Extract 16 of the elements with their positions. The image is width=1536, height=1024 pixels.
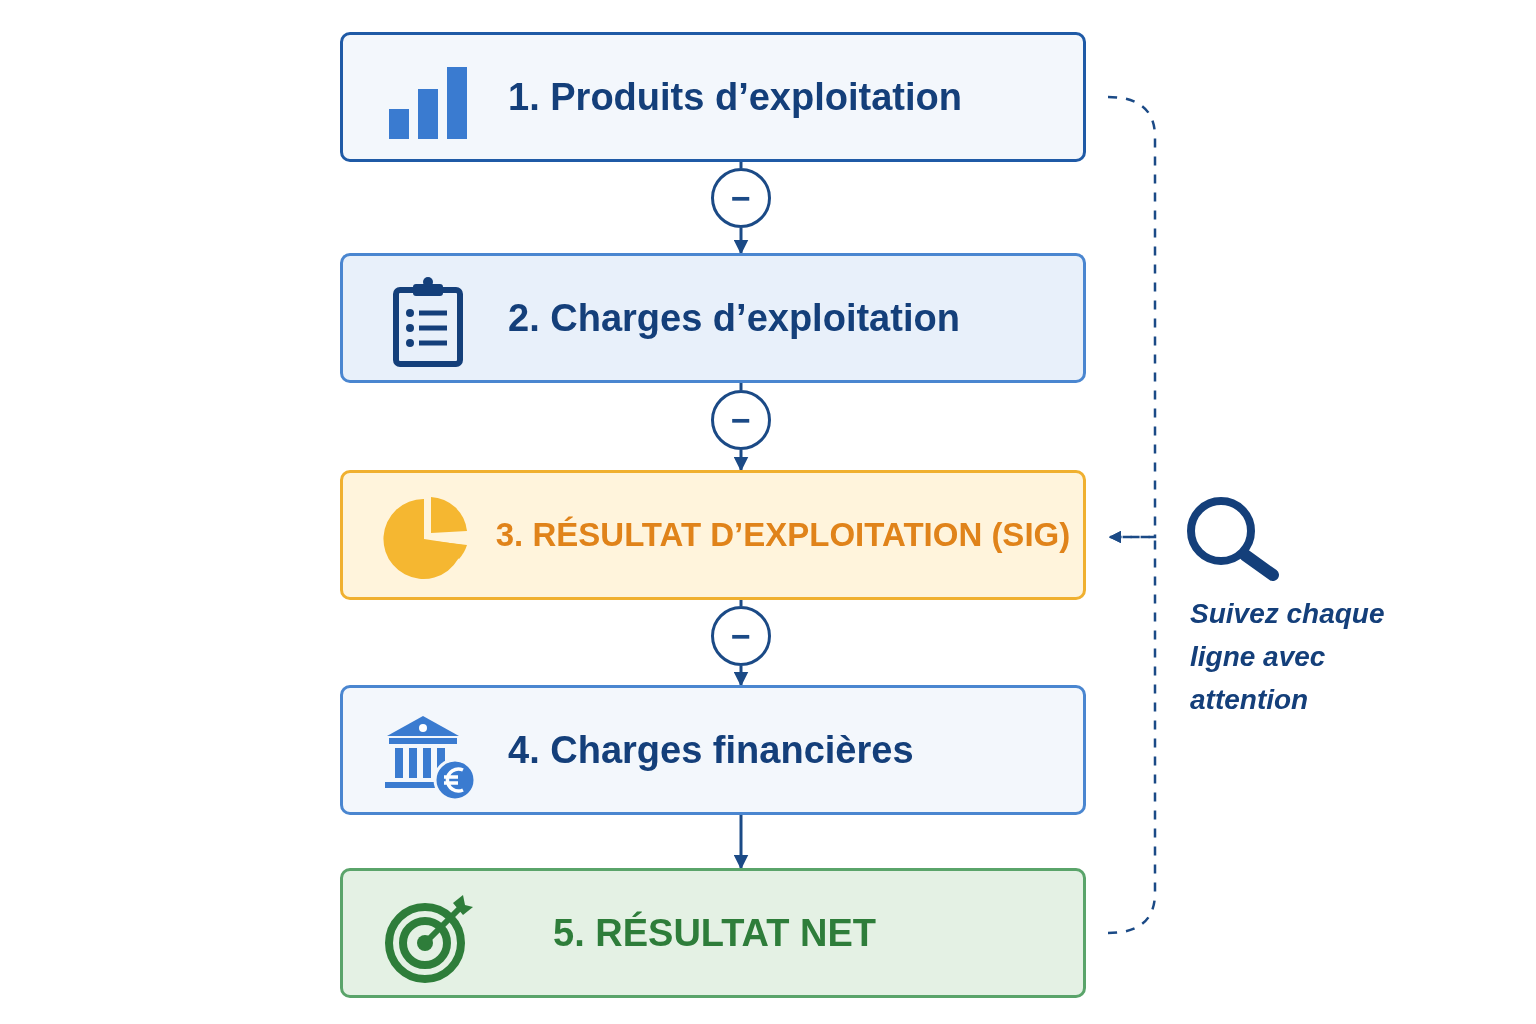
step-box [340, 685, 1086, 815]
arrow [733, 815, 749, 870]
arrow [733, 228, 749, 255]
step-title: 2. Charges d’exploitation [508, 296, 961, 341]
step-title: 5. RÉSULTAT NET [553, 910, 877, 956]
dashed-arrow [1107, 530, 1157, 935]
note-text: Suivez chaque ligne avec attention [1190, 597, 1386, 717]
step-title: 3. RÉSULTAT D’EXPLOITATION (SIG) [494, 515, 1072, 555]
step-box [340, 253, 1086, 383]
arrow [733, 666, 749, 687]
step-box [340, 470, 1086, 600]
step-box [340, 868, 1086, 998]
arrow [733, 450, 749, 472]
step-title: 1. Produits d’exploitation [508, 75, 963, 120]
step-title: 4. Charges financières [508, 728, 915, 773]
step-box [340, 32, 1086, 162]
